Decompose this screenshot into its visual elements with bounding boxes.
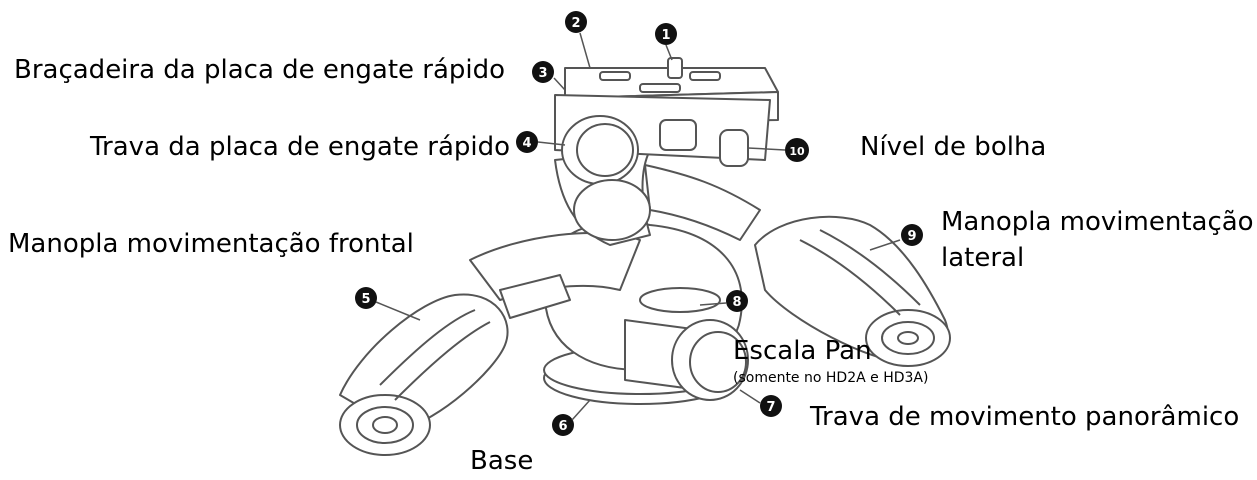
marker-5: 5 xyxy=(355,287,377,309)
marker-2: 2 xyxy=(565,11,587,33)
label-lateral-handle-line2: lateral xyxy=(941,243,1025,273)
label-quick-release-clamp: Braçadeira da placa de engate rápido xyxy=(14,55,506,85)
lateral-handle xyxy=(754,215,951,367)
marker-10: 10 xyxy=(785,138,809,162)
svg-text:9: 9 xyxy=(907,229,916,244)
label-pan-scale: Escala Pan xyxy=(733,336,872,366)
svg-text:3: 3 xyxy=(538,66,547,81)
svg-text:7: 7 xyxy=(766,400,775,415)
label-pan-scale-note: (somente no HD2A e HD3A) xyxy=(733,370,929,386)
label-quick-release-lock: Trava da placa de engate rápido xyxy=(90,132,511,162)
svg-text:2: 2 xyxy=(571,16,580,31)
marker-9: 9 xyxy=(901,224,923,246)
pan-scale-dial xyxy=(639,287,721,313)
label-pan-lock: Trava de movimento panorâmico xyxy=(810,402,1240,432)
marker-7: 7 xyxy=(760,395,782,417)
number-markers: 1 2 3 4 5 6 7 8 9 10 xyxy=(355,11,923,436)
quick-release-lock-knob xyxy=(561,115,651,241)
svg-text:1: 1 xyxy=(661,28,670,43)
svg-text:8: 8 xyxy=(732,295,741,310)
marker-4: 4 xyxy=(516,131,538,153)
marker-6: 6 xyxy=(552,414,574,436)
svg-text:6: 6 xyxy=(558,419,567,434)
label-lateral-handle-line1: Manopla movimentação xyxy=(941,207,1254,237)
marker-3: 3 xyxy=(532,61,554,83)
marker-1: 1 xyxy=(655,23,677,45)
svg-text:4: 4 xyxy=(522,136,531,151)
frontal-handle xyxy=(339,293,509,456)
label-frontal-handle: Manopla movimentação frontal xyxy=(8,229,414,259)
svg-text:5: 5 xyxy=(361,292,370,307)
bubble-level xyxy=(719,129,749,167)
svg-text:10: 10 xyxy=(789,145,805,158)
marker-8: 8 xyxy=(726,290,748,312)
label-bubble-level: Nível de bolha xyxy=(860,132,1047,162)
label-base: Base xyxy=(470,446,534,476)
leader-lines xyxy=(375,32,901,421)
